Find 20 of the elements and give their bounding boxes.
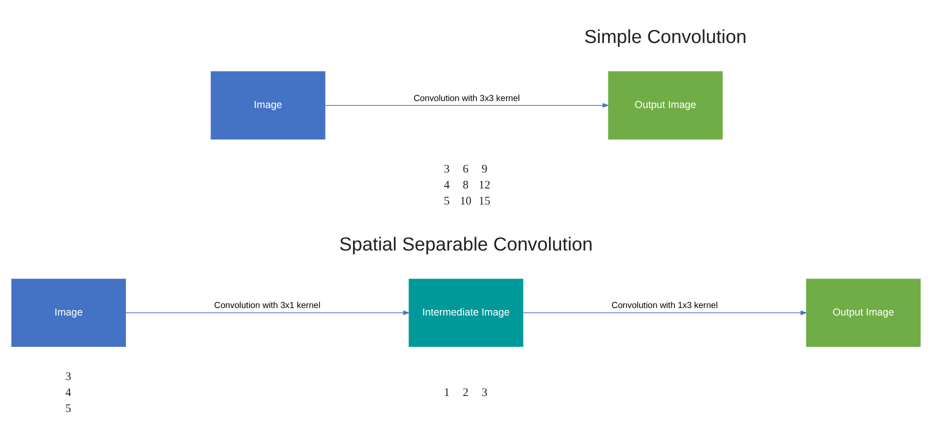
label: Simple Convolution	[584, 25, 747, 46]
node-box: Output Image	[608, 70, 723, 139]
label: 5 10 15	[444, 194, 490, 208]
edge-label: Convolution with 3x1 kernel	[214, 300, 320, 310]
label: 5	[65, 401, 72, 414]
arrow	[325, 102, 610, 108]
label: 1 2 3	[444, 386, 488, 399]
edge-label: Convolution with 3x3 kernel	[414, 92, 520, 102]
edge-label: Convolution with 1x3 kernel	[612, 300, 718, 310]
node-box: Intermediate Image	[408, 278, 524, 346]
node-box: Image	[11, 278, 126, 346]
label: 3	[65, 370, 72, 383]
node-box: Output Image	[806, 278, 921, 346]
arrow	[523, 310, 808, 315]
node-box: Image	[210, 70, 326, 139]
label: 4 8 12	[444, 178, 490, 192]
label: Spatial Separable Convolution	[339, 232, 593, 254]
label: 4	[65, 386, 72, 399]
label: 3 6 9	[444, 162, 488, 176]
arrow	[126, 310, 410, 315]
